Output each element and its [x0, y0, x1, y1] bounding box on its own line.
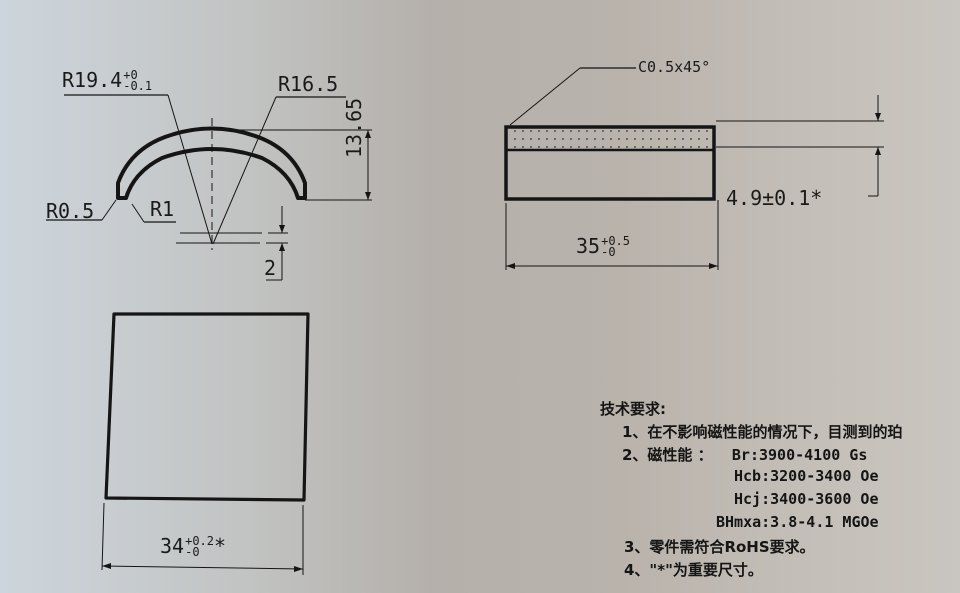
- top-view-profile: [104, 312, 310, 502]
- requirement-2: 2、磁性能 ： Br:3900-4100 Gs: [622, 446, 868, 464]
- inner-radius-label: R16.5: [278, 72, 339, 96]
- requirement-2-bhmax: BHmxa:3.8-4.1 MGOe: [716, 513, 879, 531]
- height-dimension-label: 13.65: [342, 97, 366, 158]
- coating-dots: [508, 130, 712, 148]
- thickness-label: 4.9±0.1*: [726, 186, 823, 210]
- center-offset-label: 2: [264, 256, 277, 280]
- side-view-profile: [504, 125, 716, 201]
- width-label: 34+0.2-0*: [160, 534, 227, 559]
- requirement-1: 1、在不影响磁性能的情况下，目测到的珀: [622, 423, 903, 441]
- requirement-2-hcb: Hcb:3200-3400 Oe: [734, 467, 879, 485]
- outer-radius-label: R19.4+0-0.1: [62, 68, 153, 93]
- requirement-3: 3、零件需符合RoHS要求。: [624, 538, 815, 556]
- requirement-4: 4、"*"为重要尺寸。: [624, 561, 763, 579]
- edge-radius-small-label: R0.5: [46, 199, 95, 223]
- arc-magnet-profile: [116, 126, 307, 200]
- requirement-2-hcj: Hcj:3400-3600 Oe: [734, 490, 879, 508]
- requirements-title: 技术要求:: [600, 400, 666, 418]
- edge-radius-large-label: R1: [150, 197, 175, 221]
- length-label: 35+0.5-0: [576, 234, 630, 259]
- chamfer-label: C0.5x45°: [638, 58, 711, 76]
- technical-requirements: 技术要求: 1、在不影响磁性能的情况下，目测到的珀 2、磁性能 ： Br:390…: [600, 398, 902, 582]
